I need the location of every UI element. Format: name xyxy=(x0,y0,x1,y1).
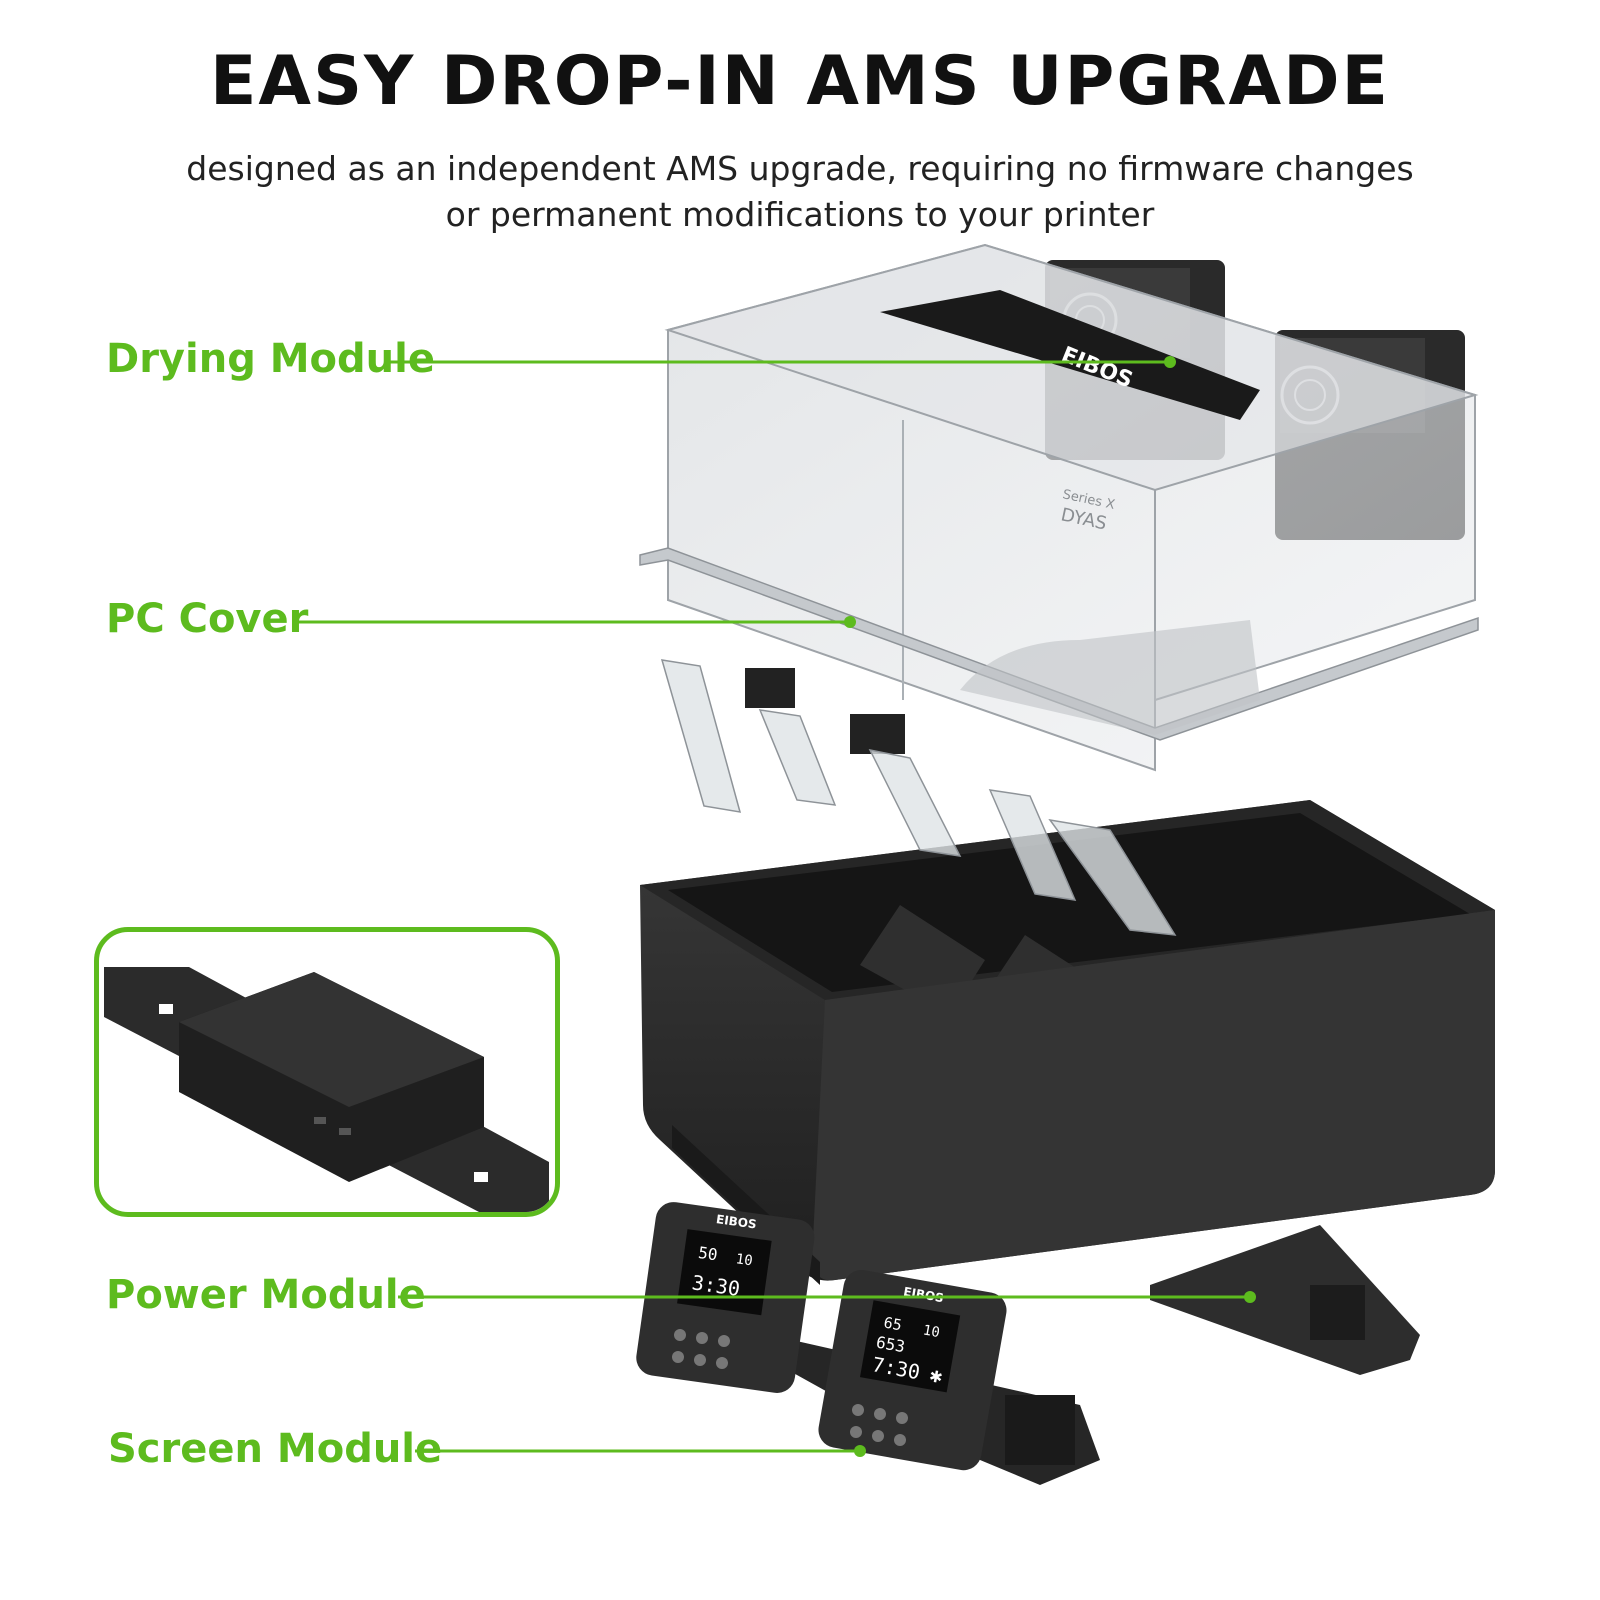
snowflake-icon: ✱ xyxy=(928,1366,945,1387)
button-icon xyxy=(718,1335,730,1347)
base-box xyxy=(640,800,1495,1285)
button-icon xyxy=(874,1408,886,1420)
headline: EASY DROP-IN AMS UPGRADE xyxy=(209,42,1391,121)
power-module-detail-inset xyxy=(94,927,560,1217)
leader-dot-cover xyxy=(844,616,856,628)
screen-2-mid-value: 653 xyxy=(875,1333,907,1357)
button-icon xyxy=(852,1404,864,1416)
screen-1-logo: EIBOS xyxy=(715,1212,757,1232)
subtitle-line-1: designed as an independent AMS upgrade, … xyxy=(186,149,1414,188)
button-icon xyxy=(672,1351,684,1363)
button-icon xyxy=(674,1329,686,1341)
callout-drying-module: Drying Module xyxy=(106,336,435,382)
button-icon xyxy=(716,1357,728,1369)
callout-screen-module: Screen Module xyxy=(108,1426,443,1472)
button-icon xyxy=(696,1332,708,1344)
screen-1-top-value: 50 xyxy=(697,1243,719,1264)
button-icon xyxy=(694,1354,706,1366)
power-module-rail xyxy=(1150,1225,1420,1375)
screen-2-logo: EIBOS xyxy=(902,1284,944,1305)
screen-2-top-value: 65 xyxy=(882,1314,903,1335)
callout-power-module: Power Module xyxy=(106,1272,426,1318)
button-icon xyxy=(896,1412,908,1424)
leader-dot-power xyxy=(1244,1291,1256,1303)
subtitle: designed as an independent AMS upgrade, … xyxy=(100,146,1500,238)
power-module-detail-image xyxy=(104,967,549,1212)
screen-unit-2: EIBOS 65 10 653 7:30 ✱ xyxy=(818,1269,1007,1471)
button-icon xyxy=(850,1426,862,1438)
leader-dot-drying xyxy=(1164,356,1176,368)
pc-cover: EIBOS Series X DYAS xyxy=(639,243,1479,772)
button-icon xyxy=(872,1430,884,1442)
subtitle-line-2: or permanent modifications to your print… xyxy=(445,195,1155,234)
divider-plates xyxy=(660,659,1177,936)
button-icon xyxy=(894,1434,906,1446)
leader-dot-screen xyxy=(854,1445,866,1457)
screen-2-right-value: 10 xyxy=(922,1322,941,1341)
callout-pc-cover: PC Cover xyxy=(106,596,309,642)
screen-1-right-value: 10 xyxy=(735,1251,754,1269)
leader-lines xyxy=(298,356,1256,1457)
